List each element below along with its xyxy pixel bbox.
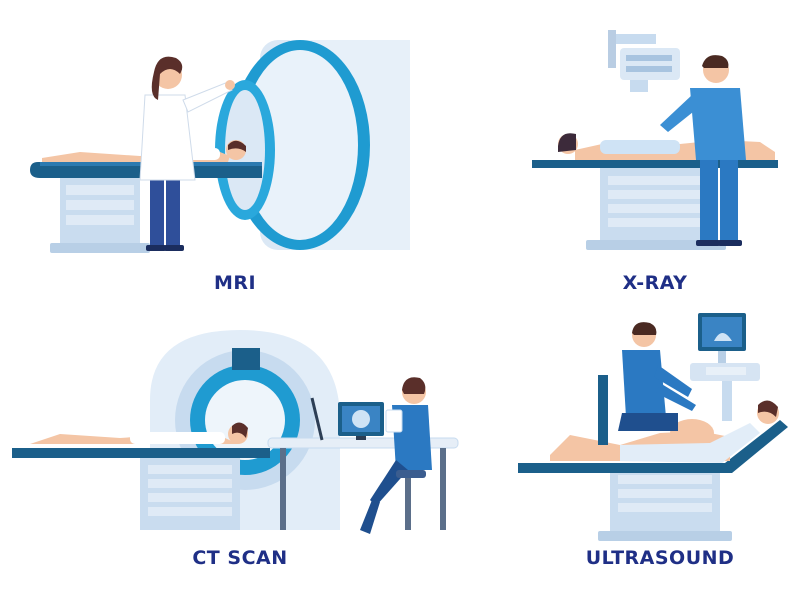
ct-table — [12, 448, 270, 458]
ultrasound-machine-icon — [690, 313, 760, 421]
xray-panel — [520, 0, 800, 300]
mri-table-base — [50, 175, 150, 253]
xray-table-base — [586, 165, 726, 250]
mri-illustration — [30, 40, 410, 253]
ct-illustration — [12, 330, 459, 534]
xray-table — [532, 160, 778, 168]
ultrasound-table — [518, 420, 788, 473]
xray-technician — [660, 55, 746, 246]
ct-patient — [30, 422, 248, 444]
x-ray-machine-icon — [608, 30, 680, 92]
ct-panel — [0, 310, 470, 550]
ct-console-desk — [267, 397, 459, 530]
ct-table-base — [140, 455, 240, 530]
mri-doctor — [139, 56, 235, 251]
caption-xray: X-RAY — [622, 272, 688, 294]
mri-panel — [0, 0, 460, 300]
ct-technician — [360, 377, 432, 534]
caption-mri: MRI — [213, 272, 257, 294]
caption-ct: CT SCAN — [192, 547, 288, 569]
ultrasound-patient — [550, 400, 779, 463]
xray-illustration — [532, 30, 778, 250]
ultrasound-panel — [510, 305, 800, 550]
ultrasound-table-base — [598, 465, 732, 541]
ultrasound-illustration — [518, 313, 788, 541]
ultrasound-doctor — [598, 322, 696, 445]
caption-ultrasound: ULTRASOUND — [585, 547, 735, 569]
